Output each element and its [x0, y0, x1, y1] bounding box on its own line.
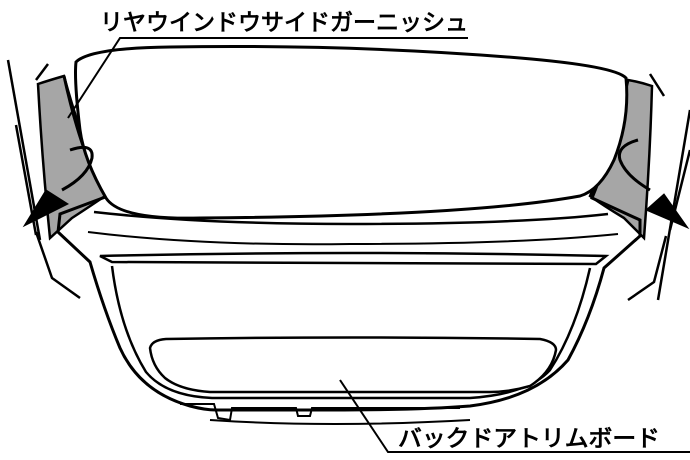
trim-board-bottom [209, 419, 471, 425]
top-label-leader [67, 37, 468, 119]
right-removal-arrow-icon [617, 138, 690, 230]
trim-board-recess [148, 336, 558, 394]
label-back-door-trim-board: バックドアトリムボード [398, 426, 660, 452]
bottom-label-leader [339, 379, 690, 453]
molding-strip [99, 251, 610, 266]
label-rear-window-side-garnish: リヤウインドウサイドガーニッシュ [100, 10, 468, 36]
back-door-outer [56, 75, 642, 412]
glass-parting-line-lower [87, 231, 619, 246]
trim-board-lower-edge [180, 403, 460, 422]
glass-parting-line [93, 210, 609, 226]
back-door-trim-board [110, 265, 592, 400]
left-removal-arrow-icon [22, 145, 94, 228]
rear-window-glass [74, 44, 629, 220]
